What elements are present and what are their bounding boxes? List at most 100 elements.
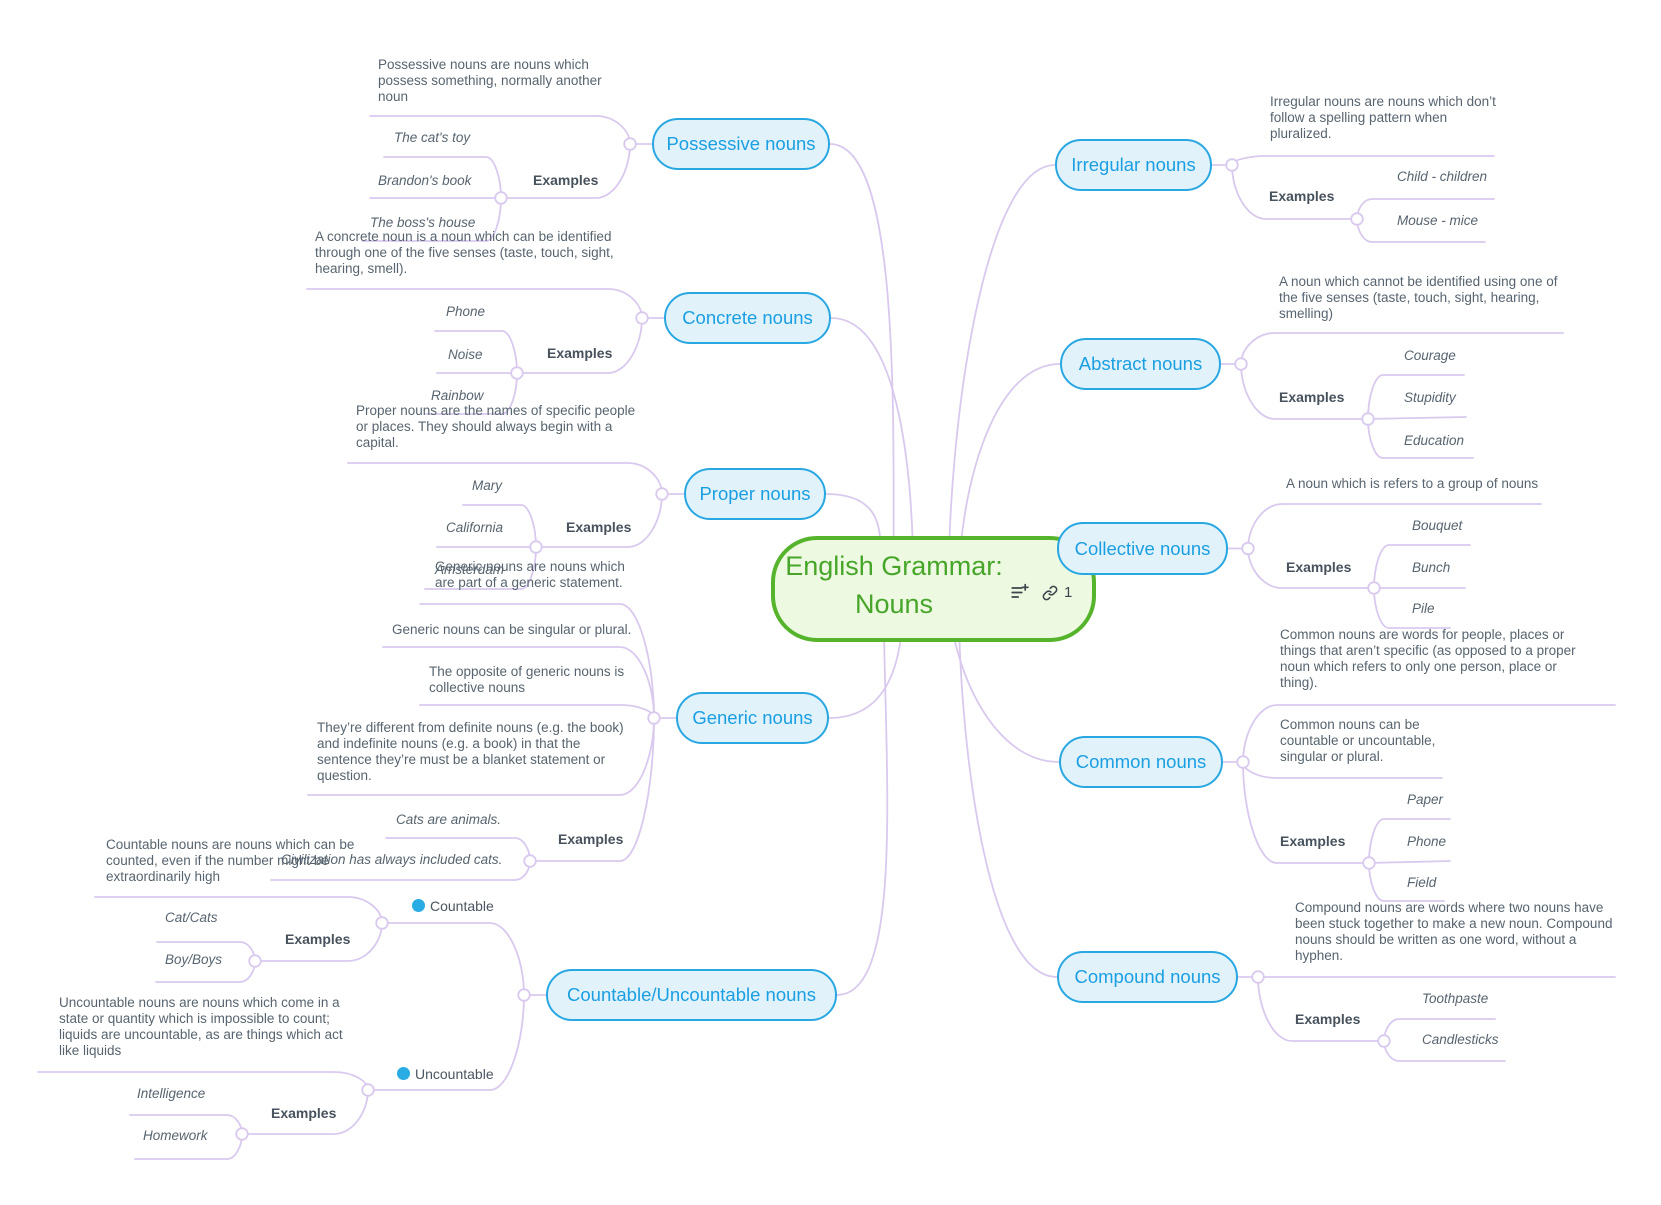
- example-item[interactable]: Bouquet: [1412, 518, 1463, 533]
- link-count-badge: 1: [1064, 584, 1073, 601]
- collapse-handle-collective[interactable]: [1241, 541, 1255, 556]
- note-icon[interactable]: [1010, 583, 1029, 602]
- collapse-handle-proper[interactable]: [655, 487, 669, 501]
- topic-irregular-nouns[interactable]: Irregular nouns: [1055, 139, 1212, 191]
- example-item[interactable]: Courage: [1404, 348, 1456, 363]
- note-text[interactable]: The opposite of generic nouns is collect…: [429, 664, 625, 695]
- collapse-handle-possessive[interactable]: [623, 137, 637, 151]
- collapse-handle-countable[interactable]: [375, 916, 389, 930]
- collapse-handle-irregular[interactable]: [1225, 158, 1239, 172]
- example-item[interactable]: Boy/Boys: [165, 952, 223, 967]
- collapse-handle-concrete[interactable]: [635, 311, 649, 325]
- collapse-handle-examples-possessive[interactable]: [494, 191, 508, 205]
- collapse-handle-compound[interactable]: [1251, 970, 1265, 984]
- link-icon[interactable]: [1041, 584, 1059, 602]
- example-item[interactable]: The cat's toy: [394, 130, 471, 145]
- note-text[interactable]: Possessive nouns are nouns which possess…: [378, 57, 602, 104]
- note-text[interactable]: They’re different from definite nouns (e…: [317, 720, 624, 783]
- examples-label[interactable]: Examples: [558, 831, 624, 847]
- examples-label[interactable]: Examples: [566, 519, 632, 535]
- line-examples-possessive: [500, 143, 631, 199]
- example-item[interactable]: Phone: [1407, 834, 1447, 849]
- examples-label[interactable]: Examples: [1269, 188, 1335, 204]
- example-item[interactable]: Brandon's book: [378, 173, 472, 188]
- note-text[interactable]: Common nouns are words for people, place…: [1280, 627, 1576, 690]
- line-item-common-0: [1368, 818, 1451, 864]
- collapse-handle-countable-uncountable[interactable]: [517, 988, 531, 1002]
- topic-compound-nouns[interactable]: Compound nouns: [1057, 951, 1238, 1003]
- example-item[interactable]: Paper: [1407, 792, 1444, 807]
- examples-label[interactable]: Examples: [271, 1105, 337, 1121]
- note-text[interactable]: Generic nouns can be singular or plural.: [392, 622, 632, 637]
- example-item[interactable]: Phone: [446, 304, 486, 319]
- example-item[interactable]: Mouse - mice: [1397, 213, 1479, 228]
- example-item[interactable]: Field: [1407, 875, 1437, 890]
- collapse-handle-examples-proper[interactable]: [529, 540, 543, 554]
- example-item[interactable]: Candlesticks: [1422, 1032, 1499, 1047]
- topic-collective-nouns[interactable]: Collective nouns: [1057, 522, 1228, 575]
- central-topic[interactable]: [771, 536, 1096, 642]
- subtopic-uncountable[interactable]: Uncountable: [397, 1065, 494, 1082]
- example-item[interactable]: Cats are animals.: [396, 812, 502, 827]
- topic-countable-nouns[interactable]: Countable/Uncountable nouns: [546, 969, 837, 1021]
- example-item[interactable]: Stupidity: [1404, 390, 1456, 405]
- note-text[interactable]: A concrete noun is a noun which can be i…: [315, 229, 614, 276]
- example-item[interactable]: Bunch: [1412, 560, 1451, 575]
- collapse-handle-uncountable[interactable]: [361, 1083, 375, 1097]
- collapse-handle-examples-uncountable[interactable]: [235, 1127, 249, 1141]
- collapse-handle-examples-generic[interactable]: [523, 854, 537, 868]
- collapse-handle-examples-abstract[interactable]: [1361, 412, 1375, 426]
- example-item[interactable]: California: [446, 520, 504, 535]
- topic-label: Abstract nouns: [1078, 353, 1203, 374]
- note-text[interactable]: Countable nouns are nouns which can be c…: [106, 837, 355, 884]
- collapse-handle-generic[interactable]: [647, 711, 661, 725]
- example-item[interactable]: Rainbow: [431, 388, 484, 403]
- topic-common-nouns[interactable]: Common nouns: [1059, 736, 1223, 788]
- examples-label[interactable]: Examples: [533, 172, 599, 188]
- note-text[interactable]: Proper nouns are the names of specific p…: [356, 403, 636, 450]
- example-item[interactable]: Education: [1404, 433, 1465, 448]
- example-item[interactable]: Homework: [143, 1128, 208, 1143]
- collapse-handle-examples-common[interactable]: [1362, 856, 1376, 870]
- example-item[interactable]: Amsterdam: [435, 562, 505, 577]
- example-item[interactable]: Intelligence: [137, 1086, 206, 1101]
- topic-abstract-nouns[interactable]: Abstract nouns: [1060, 338, 1221, 390]
- collapse-handle-examples-collective[interactable]: [1367, 581, 1381, 595]
- link-central-possessive: [829, 143, 895, 590]
- example-item[interactable]: Noise: [448, 347, 483, 362]
- example-item[interactable]: Pile: [1412, 601, 1435, 616]
- examples-label[interactable]: Examples: [547, 345, 613, 361]
- note-text[interactable]: Compound nouns are words where two nouns…: [1295, 900, 1613, 963]
- example-item[interactable]: The boss's house: [370, 215, 476, 230]
- collapse-handle-abstract[interactable]: [1234, 357, 1248, 371]
- central-topic-title: English Grammar: Nouns: [785, 551, 1003, 619]
- note-text[interactable]: Common nouns can be countable or uncount…: [1280, 717, 1436, 764]
- collapse-handle-examples-countable[interactable]: [248, 954, 262, 968]
- note-text[interactable]: Uncountable nouns are nouns which come i…: [59, 995, 343, 1058]
- example-item[interactable]: Civilization has always included cats.: [281, 852, 503, 867]
- note-text[interactable]: A noun which cannot be identified using …: [1279, 274, 1558, 321]
- examples-label[interactable]: Examples: [1286, 559, 1352, 575]
- example-item[interactable]: Mary: [472, 478, 502, 493]
- note-text[interactable]: Irregular nouns are nouns which don’t fo…: [1270, 94, 1496, 141]
- note-text[interactable]: Generic nouns are nouns which are part o…: [435, 559, 625, 590]
- collapse-handle-examples-irregular[interactable]: [1350, 212, 1364, 226]
- example-item[interactable]: Cat/Cats: [165, 910, 218, 925]
- examples-label[interactable]: Examples: [1295, 1011, 1361, 1027]
- examples-label[interactable]: Examples: [285, 931, 351, 947]
- subtopic-countable[interactable]: Countable: [412, 897, 494, 914]
- topic-possessive-nouns[interactable]: Possessive nouns: [652, 118, 830, 170]
- example-item[interactable]: Child - children: [1397, 169, 1488, 184]
- examples-label[interactable]: Examples: [1280, 833, 1346, 849]
- line-note-generic-1: [382, 646, 655, 719]
- collapse-handle-examples-compound[interactable]: [1377, 1034, 1391, 1048]
- examples-label[interactable]: Examples: [1279, 389, 1345, 405]
- topic-concrete-nouns[interactable]: Concrete nouns: [664, 292, 831, 344]
- collapse-handle-common[interactable]: [1236, 755, 1250, 769]
- note-text[interactable]: A noun which is refers to a group of nou…: [1286, 476, 1539, 491]
- topic-generic-nouns[interactable]: Generic nouns: [676, 692, 829, 744]
- example-item[interactable]: Toothpaste: [1422, 991, 1489, 1006]
- topic-proper-nouns[interactable]: Proper nouns: [684, 468, 826, 520]
- topic-label: Generic nouns: [692, 707, 813, 728]
- collapse-handle-examples-concrete[interactable]: [510, 366, 524, 380]
